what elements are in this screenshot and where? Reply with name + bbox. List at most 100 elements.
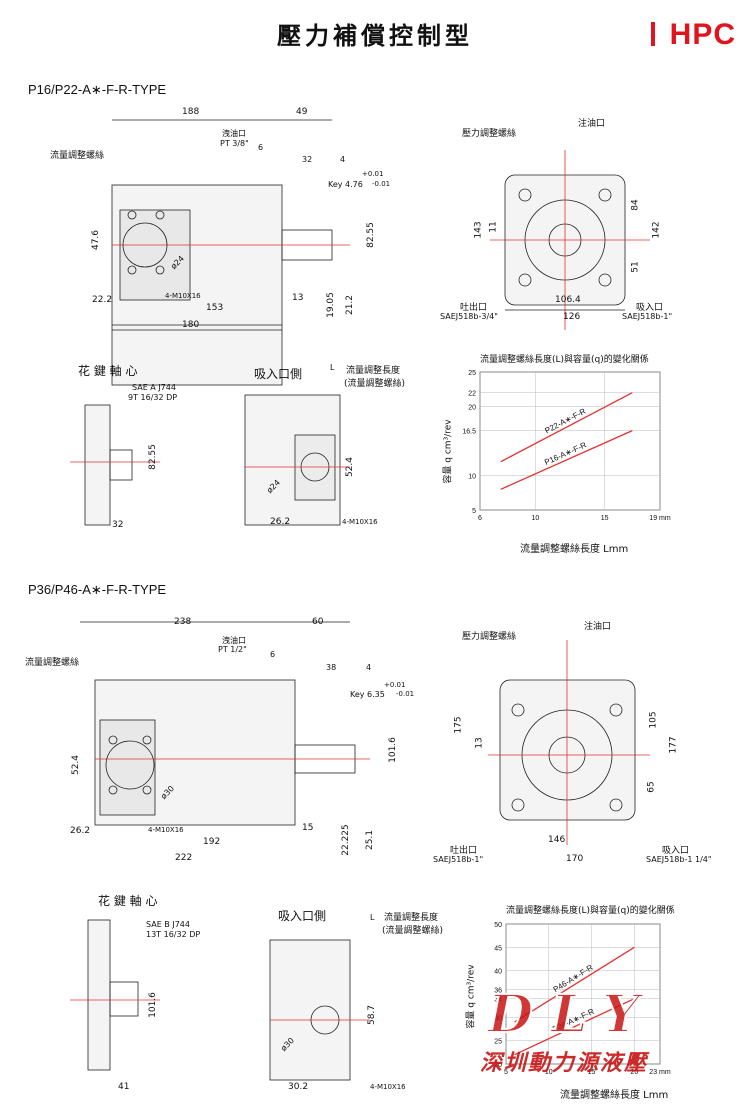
key2-dimension: Key 6.35 xyxy=(350,690,385,699)
dim-180: 180 xyxy=(182,320,200,330)
outlet-port xyxy=(122,222,168,268)
suction2-body xyxy=(269,939,351,1081)
spline-spec-1: SAE A J744 xyxy=(132,383,176,392)
dim-82-55: 82.55 xyxy=(365,222,376,248)
pressure-screw2-label: 壓力調整螺絲 xyxy=(462,632,517,642)
dim-143: 143 xyxy=(473,221,484,239)
graph2-xtick-4: 23 mm xyxy=(649,1069,671,1076)
dim-32: 32 xyxy=(302,155,313,164)
graph2-xtick-0: 5 xyxy=(504,1069,508,1076)
graph1-series-0 xyxy=(500,392,633,463)
dim-84: 84 xyxy=(630,199,641,211)
dim-222: 222 xyxy=(175,853,193,863)
spline2-shaft xyxy=(109,981,139,1017)
section1-drawings xyxy=(70,119,650,526)
graph1-ytick-3: 20 xyxy=(468,405,476,412)
graph1-ytick-4: 22 xyxy=(468,391,476,398)
graph2-xtick-2: 15 xyxy=(588,1069,596,1076)
spline-flange xyxy=(84,404,111,526)
graph2-ytick-2: 30 xyxy=(494,1015,502,1022)
watermark-brand: DLY xyxy=(487,983,658,1046)
graph2-series-1 xyxy=(514,998,635,1056)
suction2-dim-58-7: 58.7 xyxy=(367,1004,378,1026)
dim-177: 177 xyxy=(668,736,679,754)
type-label-p36: P36/P46-A∗-F-R-TYPE xyxy=(28,582,167,597)
dim-101-6: 101.6 xyxy=(387,737,398,763)
drain-size: PT 3/8" xyxy=(220,139,249,148)
spline-spec-2: 9T 16/32 DP xyxy=(128,393,178,402)
suction-L: L xyxy=(330,363,335,372)
flow-screw2-paren: (流量調整螺絲) xyxy=(382,926,444,936)
suction-dim-26-2: 26.2 xyxy=(270,517,291,527)
dim2-6: 6 xyxy=(270,650,276,659)
bolt-spec: 4-M10X16 xyxy=(165,292,201,300)
dim-60: 60 xyxy=(312,617,324,627)
graph1-ytick-2: 16.5 xyxy=(462,429,476,436)
spline2-dim-41: 41 xyxy=(118,1082,130,1092)
graph1-xtick-0: 6 xyxy=(478,515,482,522)
dim-38: 38 xyxy=(326,663,337,672)
graph2-ytick-1: 25 xyxy=(494,1039,502,1046)
drain2-size: PT 1/2" xyxy=(218,645,247,654)
bolt2-spec: 4-M10X16 xyxy=(148,826,184,834)
graph2-xlabel: 流量調整螺絲長度 Lmm xyxy=(560,1090,669,1101)
graph1-series-1 xyxy=(500,430,633,490)
key2-tol-upper: +0.01 xyxy=(384,681,406,689)
pressure-screw-label: 壓力調整螺絲 xyxy=(462,129,517,139)
graph1-ytick-0: 5 xyxy=(472,508,476,515)
graph1-xtick-2: 15 xyxy=(601,515,609,522)
graph1-xlabel: 流量調整螺絲長度 Lmm xyxy=(520,544,629,555)
outlet2-port xyxy=(105,740,155,790)
spline-title: 花 鍵 軸 心 xyxy=(78,364,138,378)
graph2-ytick-6: 45 xyxy=(494,945,502,952)
inlet-label: 吸入口 xyxy=(636,303,664,313)
dim-105: 105 xyxy=(648,711,659,729)
graph1-xtick-3: 19 mm xyxy=(649,515,671,522)
dim-65: 65 xyxy=(646,781,657,793)
dim-126: 126 xyxy=(563,312,581,322)
drain2-label: 洩油口 xyxy=(222,636,246,645)
dim-188: 188 xyxy=(182,107,200,117)
graph2-xtick-3: 20 xyxy=(630,1069,638,1076)
suction-bolt-spec: 4-M10X16 xyxy=(342,518,378,526)
dim-192: 192 xyxy=(203,837,221,847)
spline-dim-82-55: 82.55 xyxy=(147,444,158,470)
spline-dim-32: 32 xyxy=(112,520,124,530)
graph2-ytick-5: 40 xyxy=(494,969,502,976)
flow-length2-label: 流量調整長度 xyxy=(384,913,439,923)
graph2-ytick-7: 50 xyxy=(494,922,502,929)
suction2-L: L xyxy=(370,913,375,922)
dim-47-6: 47.6 xyxy=(91,229,102,251)
dim-13: 13 xyxy=(292,293,304,303)
dim-142: 142 xyxy=(651,221,662,239)
spline2-flange xyxy=(87,919,111,1071)
flow-screw-label: 流量調整螺絲 xyxy=(50,151,105,161)
section2-drawings xyxy=(70,621,650,1081)
flow-screw2-label: 流量調整螺絲 xyxy=(25,658,80,668)
dim-22-225: 22.225 xyxy=(340,824,351,856)
dim-49: 49 xyxy=(296,107,308,117)
dim-175: 175 xyxy=(453,716,464,734)
type-label-p16: P16/P22-A∗-F-R-TYPE xyxy=(28,82,167,97)
dim-146: 146 xyxy=(548,835,566,845)
spline-shaft xyxy=(109,449,133,481)
graph1-ytick-5: 25 xyxy=(468,370,476,377)
flow-screw-paren: (流量調整螺絲) xyxy=(344,379,406,389)
spline2-title: 花 鍵 軸 心 xyxy=(98,894,158,908)
graph1-series-label-0: P22-A∗-F-R xyxy=(543,406,587,435)
dim2-13: 13 xyxy=(474,737,485,749)
dim-153: 153 xyxy=(206,303,224,313)
hpc-logo: HPC xyxy=(669,18,736,51)
dim-11: 11 xyxy=(488,221,499,233)
graph2-ytick-3: 34 xyxy=(494,997,502,1004)
key2-tol-lower: -0.01 xyxy=(396,690,415,698)
flow-length-label: 流量調整長度 xyxy=(346,366,401,376)
dim2-4: 4 xyxy=(366,663,372,672)
graph2-xtick-1: 10 xyxy=(545,1069,553,1076)
dim-238: 238 xyxy=(174,617,192,627)
graph2-title: 流量調整螺絲長度(L)與容量(q)的變化關係 xyxy=(506,906,675,916)
inlet-spec: SAEJ518b-1" xyxy=(622,312,673,321)
dim-21-2: 21.2 xyxy=(345,294,356,316)
logo-bar xyxy=(651,22,655,46)
